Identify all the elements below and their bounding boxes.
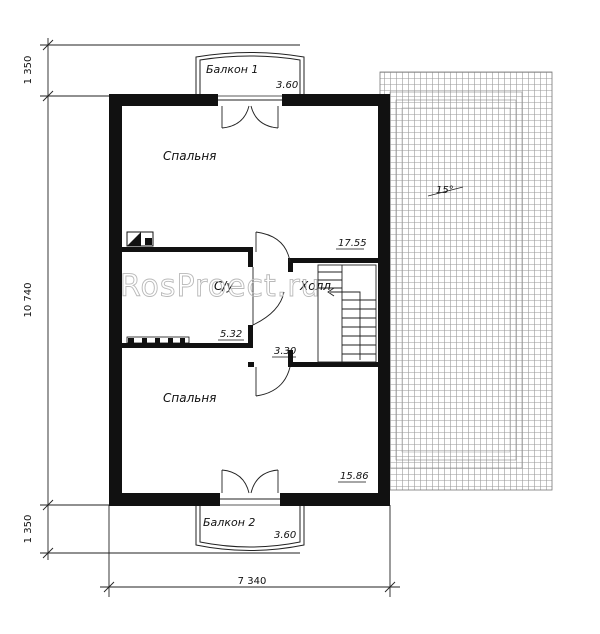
balcony-2-label: Балкон 2 <box>203 516 255 529</box>
room-bedroom-bottom-label: Спальня <box>163 391 216 405</box>
fixtures <box>126 231 190 344</box>
balcony-2-area: 3.60 <box>274 530 296 541</box>
roof-slope-label: 15° <box>436 185 454 196</box>
area-bedroom-bottom: 15.86 <box>340 471 369 482</box>
area-corridor: 3.30 <box>274 346 296 357</box>
exterior-walls <box>109 94 390 506</box>
balcony-1-label: Балкон 1 <box>206 63 258 76</box>
room-bedroom-top-label: Спальня <box>163 149 216 163</box>
dimension-height: 10 740 <box>23 283 34 318</box>
dimension-width: 7 340 <box>238 576 267 587</box>
balcony-2 <box>195 504 305 551</box>
room-wc-label: С/у <box>214 279 234 293</box>
area-hall: 17.55 <box>338 238 367 249</box>
dimension-lines <box>40 38 400 597</box>
staircase <box>317 264 377 363</box>
room-hall-label: Холл <box>299 279 331 293</box>
area-wc: 5.32 <box>220 329 242 340</box>
roof <box>379 71 553 491</box>
balcony-1-area: 3.60 <box>276 80 298 91</box>
doors <box>218 99 291 500</box>
watermark: RosProect.ru <box>120 269 321 304</box>
dimension-bottom-offset: 1 350 <box>23 515 34 544</box>
interior-walls <box>122 247 378 367</box>
dimension-top-offset: 1 350 <box>23 56 34 85</box>
